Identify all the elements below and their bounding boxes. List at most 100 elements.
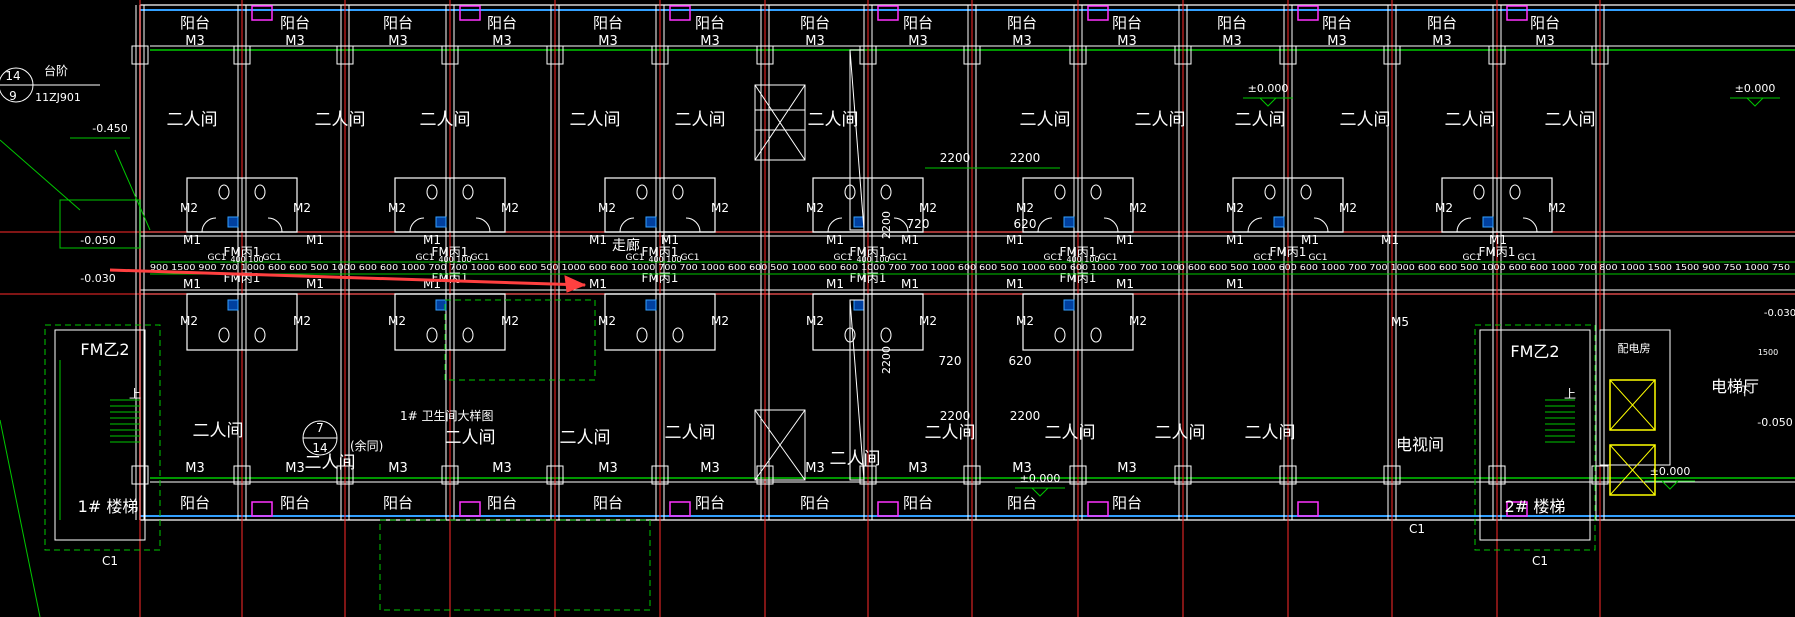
column (131, 465, 149, 485)
stair-1-label: 1# 楼梯 (78, 497, 139, 516)
room-label-south: 二人间 (193, 421, 244, 441)
room-label-south: 二人间 (665, 423, 716, 443)
door-m3-top: M3 (1117, 34, 1137, 49)
door-swing (893, 217, 909, 233)
column (1174, 465, 1192, 485)
column (1383, 465, 1401, 485)
tv-room-label: 电视间 (1396, 435, 1444, 454)
toilet-symbol (1090, 184, 1102, 200)
door-m3-bottom: M3 (388, 461, 408, 476)
door-m1-label: M1 (661, 233, 679, 247)
door-m2-label: M2 (501, 201, 519, 215)
fire-door-label: FM丙1 (850, 271, 887, 285)
room-label-north: 二人间 (1545, 110, 1596, 130)
column (336, 465, 354, 485)
room-label-south: 二人间 (445, 428, 496, 448)
door-m3-bottom: M3 (700, 461, 720, 476)
drain-box-bottom (1506, 501, 1528, 517)
room-label-north: 二人间 (420, 110, 471, 130)
room-label-north: 二人间 (167, 110, 218, 130)
elevation-0000: ±0.000 (1650, 465, 1691, 478)
room-label-north: 二人间 (1340, 110, 1391, 130)
column (441, 45, 459, 65)
column (963, 45, 981, 65)
door-swing (619, 217, 635, 233)
balcony-label-bottom: 阳台 (180, 494, 210, 512)
room-label-south: 二人间 (560, 428, 611, 448)
door-m2-label: M2 (806, 201, 824, 215)
door-m3-bottom: M3 (598, 461, 618, 476)
window-label: GC1 (1518, 253, 1537, 263)
detail-number: 14 (5, 69, 20, 83)
fire-door-label: FM丙1 (432, 245, 469, 259)
dim-2200: 2200 (940, 409, 971, 423)
door-swing (1103, 217, 1119, 233)
power-room-label: 配电房 (1618, 342, 1651, 355)
toilet-symbol (426, 184, 438, 200)
door-m1-label: M1 (1489, 233, 1507, 247)
door-swing (475, 217, 491, 233)
door-m2-label: M2 (1226, 201, 1244, 215)
door-m2-label: M2 (919, 201, 937, 215)
balcony-label-top: 阳台 (383, 14, 413, 32)
balcony-label-top: 阳台 (1007, 14, 1037, 32)
column (859, 465, 877, 485)
water-meter (227, 216, 239, 228)
elevator-block (1599, 329, 1671, 466)
shaft-hatch (754, 409, 806, 481)
door-swing (409, 217, 425, 233)
drain-box-top (669, 5, 691, 21)
door-m1-label: M1 (1226, 233, 1244, 247)
room-label-north: 二人间 (1135, 110, 1186, 130)
door-m2-label: M2 (711, 201, 729, 215)
balcony-label-top: 阳台 (800, 14, 830, 32)
door-m3-top: M3 (1327, 34, 1347, 49)
small-dim-label: 400 100 (1066, 255, 1099, 264)
door-m2-label: M2 (180, 314, 198, 328)
balcony-label-bottom: 阳台 (1007, 494, 1037, 512)
door-m3-top: M3 (185, 34, 205, 49)
door-m1-label: M1 (306, 233, 324, 247)
drain-box-bottom (877, 501, 899, 517)
balcony-label-top: 阳台 (180, 14, 210, 32)
water-meter (853, 299, 865, 311)
door-m3-top: M3 (388, 34, 408, 49)
window-c1: C1 (102, 554, 118, 568)
water-meter (853, 216, 865, 228)
column (651, 45, 669, 65)
drain-box-top (459, 5, 481, 21)
column (1591, 45, 1609, 65)
window-label: GC1 (626, 253, 645, 263)
window-label: GC1 (889, 253, 908, 263)
toilet-symbol (462, 184, 474, 200)
window-c1: C1 (1532, 554, 1548, 568)
water-meter (645, 216, 657, 228)
elevator-cross (1609, 379, 1656, 431)
door-m1-label: M1 (1006, 277, 1024, 291)
toilet-symbol (672, 327, 684, 343)
balcony-label-bottom: 阳台 (593, 494, 623, 512)
window-label: GC1 (681, 253, 700, 263)
water-meter (645, 299, 657, 311)
dim-620: 620 (1014, 217, 1037, 231)
door-m3-top: M3 (700, 34, 720, 49)
door-m1-label: M1 (1301, 233, 1319, 247)
door-m2-label: M2 (1016, 201, 1034, 215)
column (1488, 465, 1506, 485)
window-label: GC1 (1309, 253, 1328, 263)
door-m2-label: M2 (388, 201, 406, 215)
balcony-label-bottom: 阳台 (903, 494, 933, 512)
stair-2-dashed (1474, 324, 1596, 551)
column (441, 465, 459, 485)
small-dim-label: 400 100 (856, 255, 889, 264)
balcony-label-bottom: 阳台 (487, 494, 517, 512)
fire-door-label: FM丙1 (642, 271, 679, 285)
elevation-m0050: -0.050 (80, 234, 115, 247)
door-m1-label: M1 (1116, 277, 1134, 291)
drain-box-top (1506, 5, 1528, 21)
door-swing (685, 217, 701, 233)
ramp-box (59, 199, 141, 249)
door-m3-bottom: M3 (1012, 461, 1032, 476)
balcony-label-bottom: 阳台 (280, 494, 310, 512)
